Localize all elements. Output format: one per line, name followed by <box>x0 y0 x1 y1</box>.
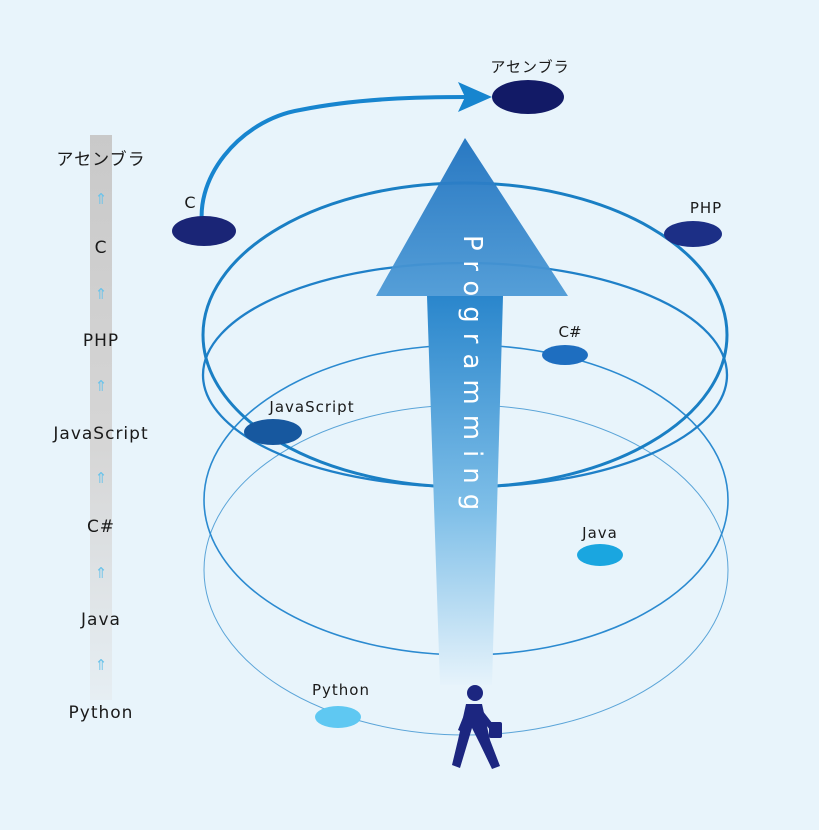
up-arrow-icon: ⇑ <box>94 377 108 395</box>
node-label-assembler: アセンブラ <box>490 58 569 76</box>
up-arrow-icon: ⇑ <box>94 564 108 582</box>
sidebar-label-csharp: C# <box>86 517 116 537</box>
node-label-java: Java <box>581 524 618 542</box>
progression-bar <box>90 135 112 700</box>
spiral-top-arc <box>199 95 471 236</box>
programming-text: Programming <box>457 235 487 520</box>
up-arrow-icon: ⇑ <box>94 656 108 674</box>
node-c <box>172 216 236 246</box>
sidebar-label-assembler: アセンブラ <box>56 150 146 170</box>
node-label-c: C <box>184 193 195 212</box>
node-label-csharp: C# <box>558 323 581 341</box>
walking-person-icon <box>452 685 502 769</box>
sidebar-label-java: Java <box>81 610 121 630</box>
progress-arrow-head <box>376 138 568 296</box>
node-python <box>315 706 361 728</box>
node-csharp <box>542 345 588 365</box>
sidebar-label-python: Python <box>68 703 134 723</box>
node-label-python: Python <box>312 681 370 699</box>
node-php <box>664 221 722 247</box>
node-javascript <box>244 419 302 445</box>
node-assembler <box>492 80 564 114</box>
sidebar-label-c: C <box>94 238 108 258</box>
node-label-php: PHP <box>690 199 722 217</box>
arrowhead-icon <box>458 82 492 112</box>
programming-label: Programming <box>457 235 487 520</box>
up-arrow-icon: ⇑ <box>94 285 108 303</box>
node-java <box>577 544 623 566</box>
sidebar-label-javascript: JavaScript <box>53 424 149 444</box>
up-arrow-icon: ⇑ <box>94 190 108 208</box>
progress-arrow-shaft <box>427 296 503 685</box>
up-arrow-icon: ⇑ <box>94 469 108 487</box>
sidebar-label-php: PHP <box>82 331 120 351</box>
node-label-javascript: JavaScript <box>268 398 354 416</box>
